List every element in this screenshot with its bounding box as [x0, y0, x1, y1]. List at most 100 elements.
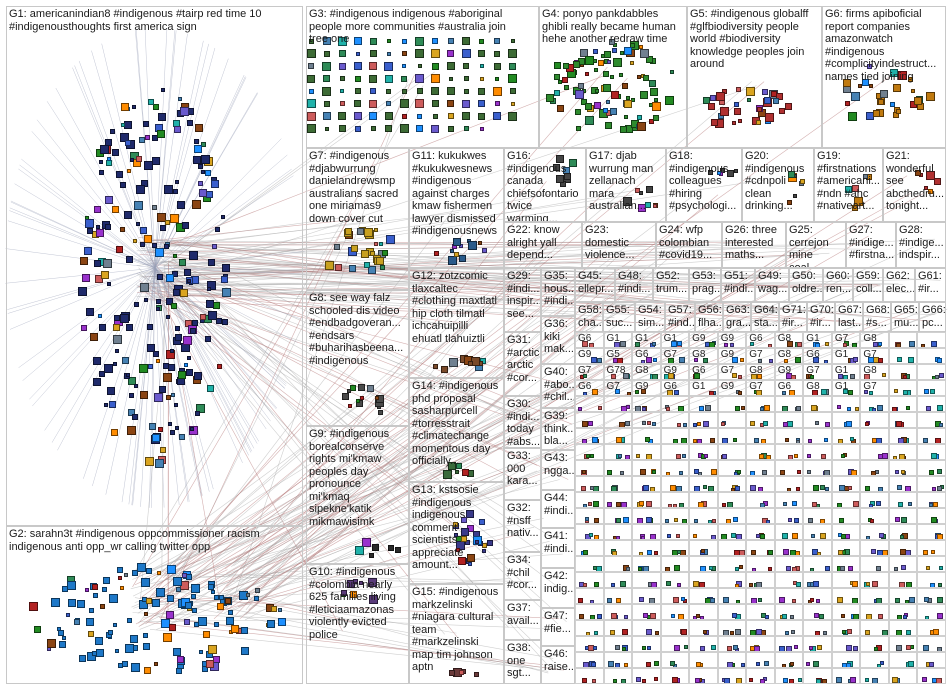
small-group-cell[interactable]	[888, 492, 918, 508]
group-box[interactable]: G31: #arctic arctic #cor...	[504, 332, 541, 396]
group-box[interactable]: G14: #indigenous phd proposal sasharpurc…	[409, 378, 504, 482]
small-group-cell[interactable]	[632, 620, 661, 636]
small-group-cell[interactable]	[689, 460, 718, 476]
small-group-cell[interactable]	[689, 556, 718, 572]
small-group-cell[interactable]	[746, 652, 775, 668]
group-box[interactable]: G7: #indigenous #djabwurrung danielandre…	[306, 148, 409, 290]
small-group-cell[interactable]	[575, 540, 604, 556]
small-group-cell[interactable]	[717, 620, 747, 636]
small-group-cell[interactable]	[689, 428, 718, 444]
group-box[interactable]: G59: coll...	[853, 268, 883, 302]
small-group-cell[interactable]	[632, 492, 661, 508]
small-group-cell[interactable]	[917, 572, 946, 588]
small-group-cell[interactable]	[888, 396, 918, 412]
small-group-cell[interactable]	[917, 668, 946, 684]
small-group-cell[interactable]	[860, 460, 889, 476]
small-group-cell[interactable]	[746, 540, 775, 556]
small-group-cell[interactable]	[660, 412, 690, 428]
small-group-cell[interactable]	[774, 492, 804, 508]
small-group-cell[interactable]	[831, 428, 861, 444]
small-group-cell[interactable]: G9	[575, 348, 604, 364]
small-group-cell[interactable]	[632, 668, 661, 684]
small-group-cell[interactable]	[774, 396, 804, 412]
group-box[interactable]: G37: avail...	[504, 600, 541, 640]
small-group-cell[interactable]	[603, 476, 633, 492]
small-group-cell[interactable]	[689, 668, 718, 684]
small-group-cell[interactable]	[717, 428, 747, 444]
group-box[interactable]: G56: flha...	[695, 302, 723, 332]
small-group-cell[interactable]	[746, 428, 775, 444]
small-group-cell[interactable]: G78	[603, 364, 633, 380]
small-group-cell[interactable]	[917, 492, 946, 508]
group-box[interactable]: G16: #indigenous canada chiefsofontario …	[504, 148, 586, 222]
small-group-cell[interactable]	[603, 396, 633, 412]
small-group-cell[interactable]	[860, 412, 889, 428]
small-group-cell[interactable]	[660, 668, 690, 684]
small-group-cell[interactable]	[774, 620, 804, 636]
small-group-cell[interactable]	[746, 396, 775, 412]
small-group-cell[interactable]	[888, 476, 918, 492]
small-group-cell[interactable]: G7	[746, 348, 775, 364]
small-group-cell[interactable]	[689, 604, 718, 620]
small-group-cell[interactable]: G9	[660, 364, 690, 380]
small-group-cell[interactable]	[575, 604, 604, 620]
small-group-cell[interactable]	[860, 588, 889, 604]
small-group-cell[interactable]	[689, 620, 718, 636]
small-group-cell[interactable]: G7	[831, 332, 861, 348]
small-group-cell[interactable]	[888, 508, 918, 524]
small-group-cell[interactable]	[689, 492, 718, 508]
small-group-cell[interactable]	[888, 572, 918, 588]
small-group-cell[interactable]	[632, 636, 661, 652]
group-box[interactable]: G9: #indigenous borealconserve rights mi…	[306, 426, 409, 564]
group-box[interactable]: G1: americanindian8 #indigenous #tairp r…	[6, 6, 303, 526]
group-box[interactable]: G15: #indigenous markzelinski #niagara c…	[409, 584, 504, 684]
group-box[interactable]: G57: #ind...	[665, 302, 695, 332]
small-group-cell[interactable]: G6	[746, 332, 775, 348]
small-group-cell[interactable]	[774, 668, 804, 684]
small-group-cell[interactable]	[660, 540, 690, 556]
small-group-cell[interactable]	[831, 588, 861, 604]
small-group-cell[interactable]	[689, 652, 718, 668]
group-box[interactable]: G47: #fie...	[541, 608, 575, 646]
small-group-cell[interactable]: G6	[689, 364, 718, 380]
small-group-cell[interactable]: G7	[746, 380, 775, 396]
small-group-cell[interactable]	[746, 492, 775, 508]
small-group-cell[interactable]	[746, 412, 775, 428]
small-group-cell[interactable]: G9	[717, 380, 747, 396]
small-group-cell[interactable]	[746, 636, 775, 652]
small-group-cell[interactable]	[717, 604, 747, 620]
small-group-cell[interactable]	[774, 476, 804, 492]
small-group-cell[interactable]	[774, 412, 804, 428]
small-group-cell[interactable]	[717, 652, 747, 668]
group-box[interactable]: G65: mu...	[891, 302, 919, 332]
small-group-cell[interactable]	[632, 652, 661, 668]
small-group-cell[interactable]	[689, 508, 718, 524]
small-group-cell[interactable]	[831, 460, 861, 476]
small-group-cell[interactable]: G5	[603, 348, 633, 364]
small-group-cell[interactable]	[746, 476, 775, 492]
small-group-cell[interactable]	[917, 620, 946, 636]
small-group-cell[interactable]	[603, 620, 633, 636]
small-group-cell[interactable]: G7	[860, 348, 889, 364]
group-box[interactable]: G23: domestic violence...	[582, 222, 656, 268]
small-group-cell[interactable]	[917, 476, 946, 492]
small-group-cell[interactable]	[803, 620, 832, 636]
group-box[interactable]: G32: #nsff nativ...	[504, 500, 541, 552]
small-group-cell[interactable]: G6	[632, 348, 661, 364]
small-group-cell[interactable]	[917, 540, 946, 556]
small-group-cell[interactable]: G1	[831, 364, 861, 380]
small-group-cell[interactable]	[831, 604, 861, 620]
small-group-cell[interactable]: G6	[774, 380, 804, 396]
small-group-cell[interactable]	[888, 668, 918, 684]
small-group-cell[interactable]	[746, 668, 775, 684]
small-group-cell[interactable]	[774, 444, 804, 460]
small-group-cell[interactable]	[660, 524, 690, 540]
group-box[interactable]: G44: #indi...	[541, 490, 575, 528]
small-group-cell[interactable]	[603, 460, 633, 476]
small-group-cell[interactable]: G9	[717, 348, 747, 364]
small-group-cell[interactable]: G1	[660, 332, 690, 348]
small-group-cell[interactable]	[917, 508, 946, 524]
group-box[interactable]: G28: #indige... indspir...	[896, 222, 946, 268]
small-group-cell[interactable]	[888, 460, 918, 476]
small-group-cell[interactable]	[831, 620, 861, 636]
